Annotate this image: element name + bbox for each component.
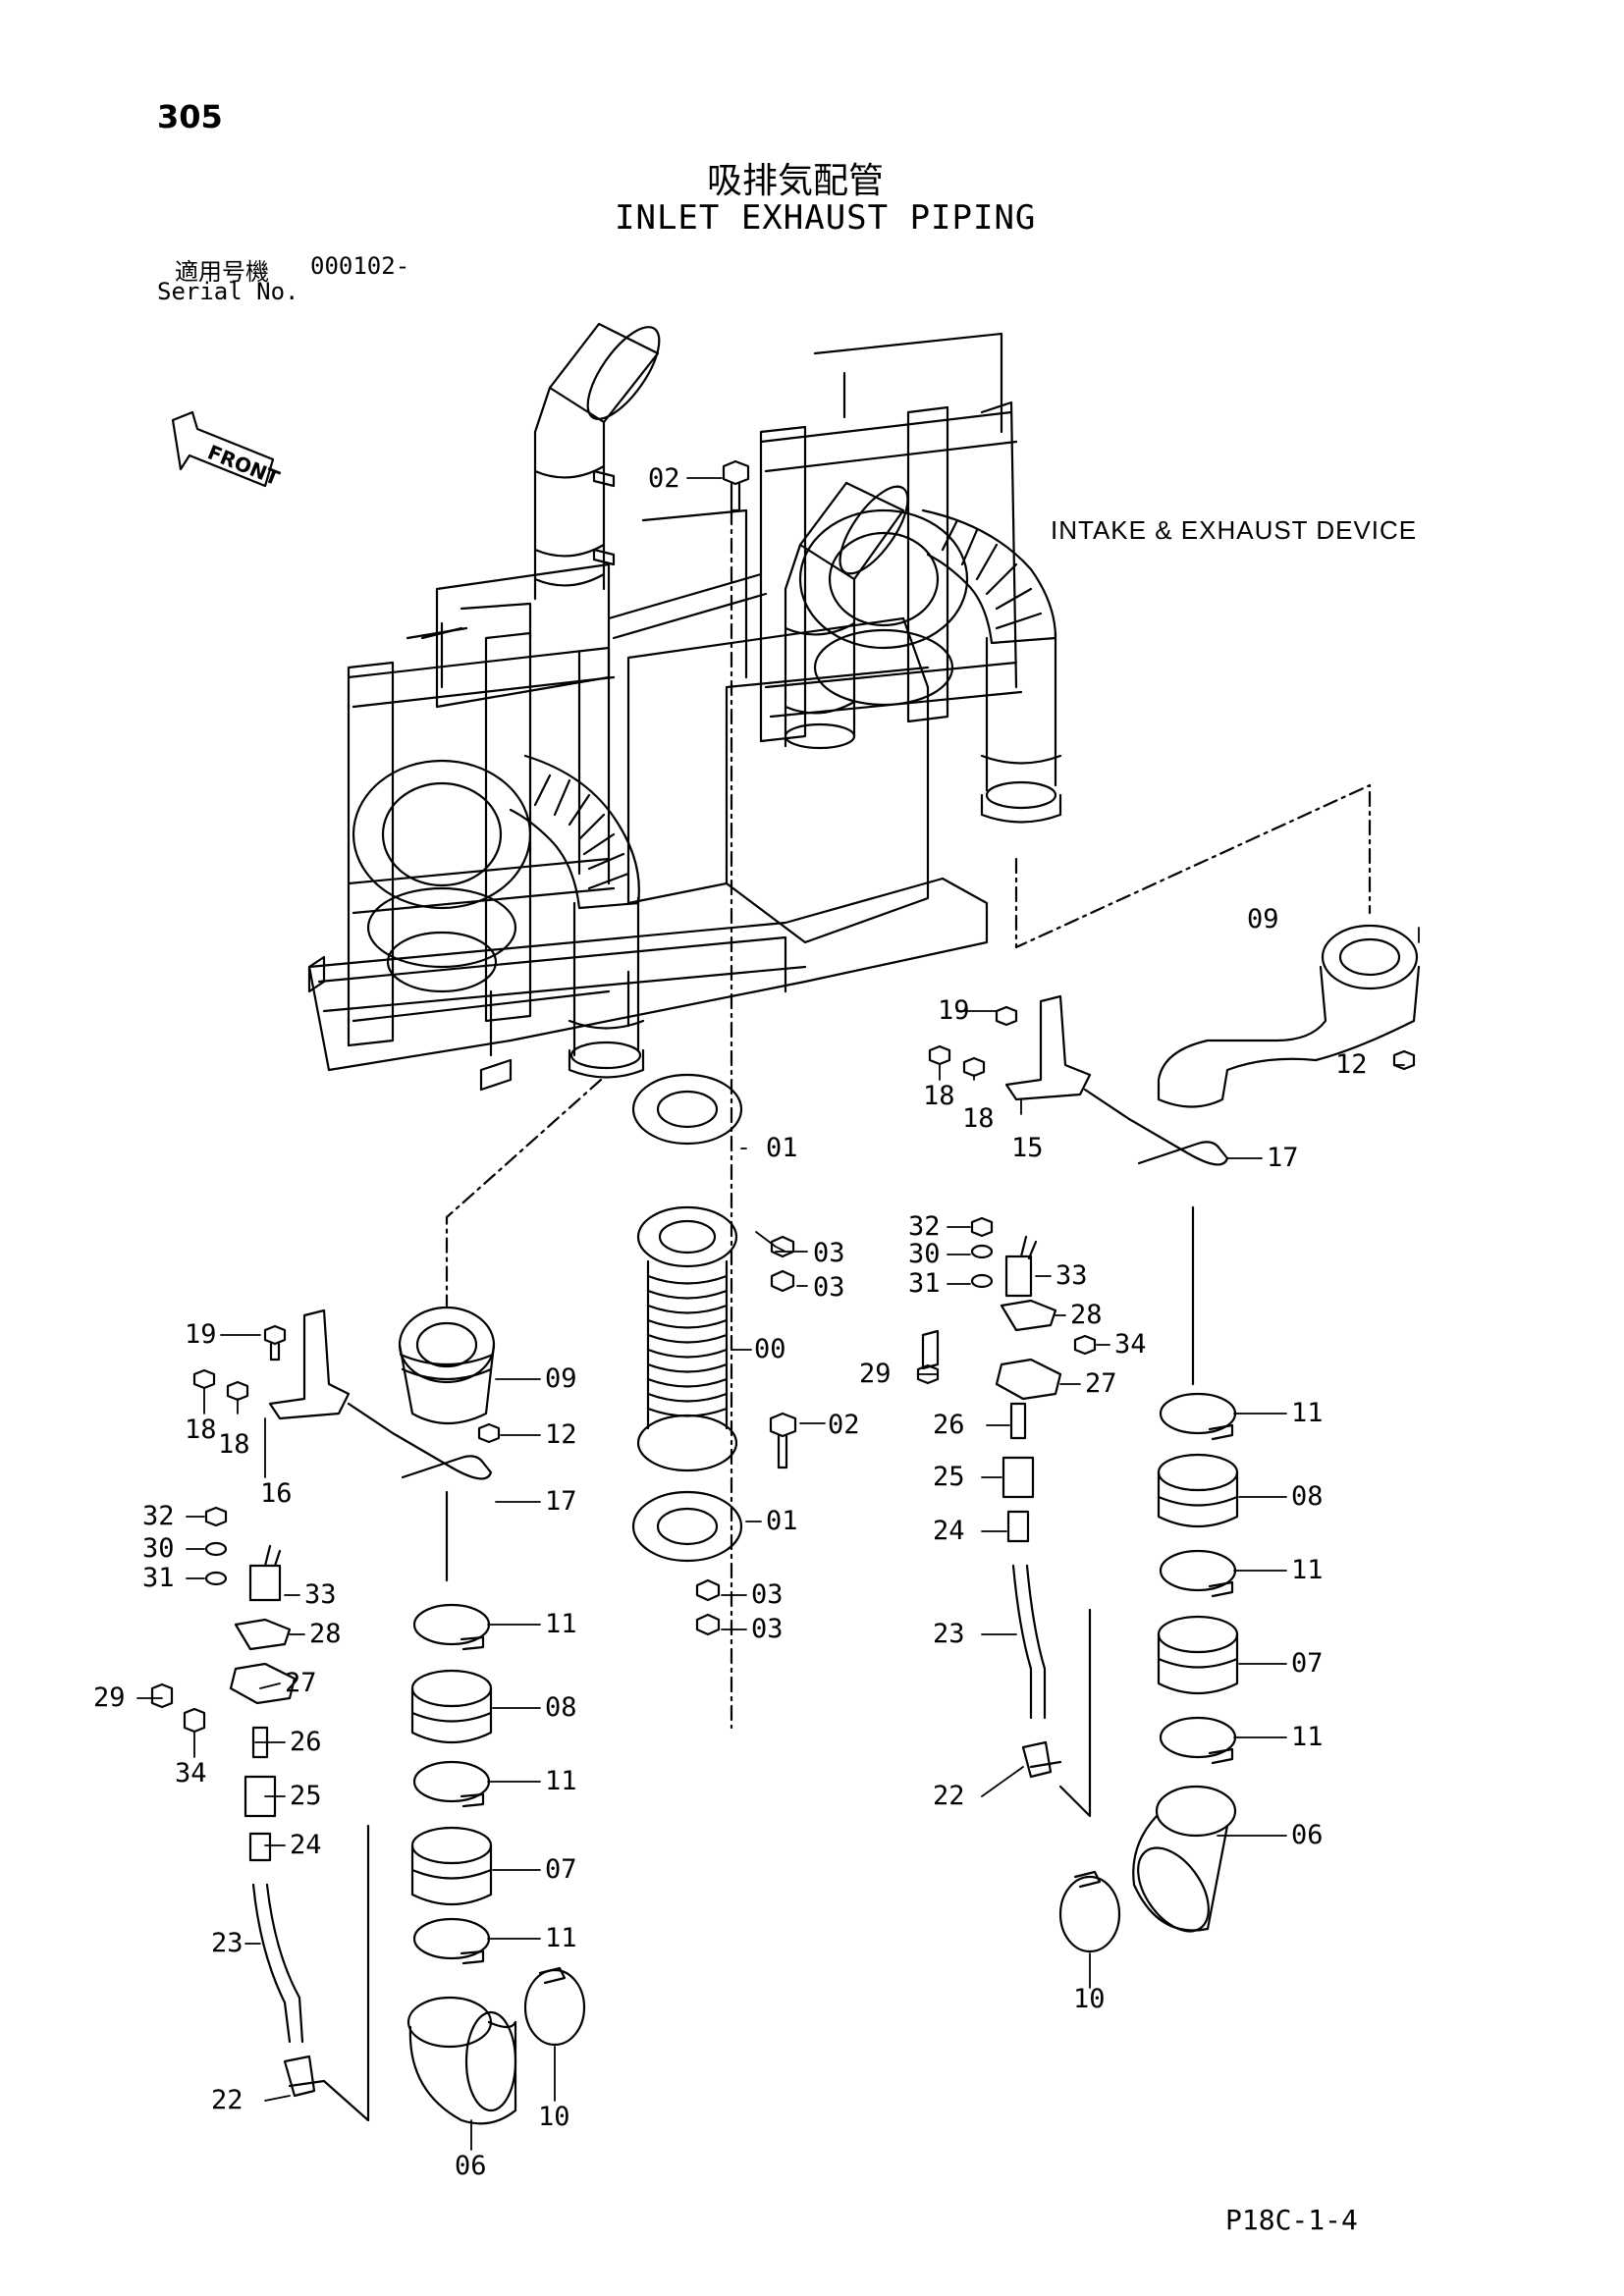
callout-11: 11 [1291, 1722, 1324, 1752]
callout-10: 10 [1073, 1984, 1106, 2014]
callout-12: 12 [545, 1419, 577, 1450]
callout-17: 17 [545, 1486, 577, 1517]
callout-29: 29 [859, 1359, 892, 1389]
callout-18: 18 [185, 1415, 217, 1445]
callout-30: 30 [908, 1239, 941, 1269]
sheet-code: P18C-1-4 [1225, 2204, 1358, 2236]
callout-16: 16 [260, 1478, 293, 1509]
callout-25: 25 [290, 1781, 322, 1811]
page-number: 305 [157, 98, 223, 135]
callout-29: 29 [93, 1682, 126, 1713]
callout-11: 11 [1291, 1398, 1324, 1428]
callout-17: 17 [1267, 1143, 1299, 1173]
callout-03: 03 [813, 1238, 845, 1268]
callout-00: 00 [754, 1334, 786, 1364]
callout-10: 10 [538, 2102, 570, 2132]
page-title-japanese: 吸排気配管 [707, 161, 885, 201]
callout-26: 26 [290, 1727, 322, 1757]
callout-22: 22 [211, 2085, 244, 2115]
callout-28: 28 [1070, 1300, 1103, 1330]
callout-numbers: 02 01 03 03 00 02 01 03 03 09 12 17 11 0… [93, 463, 1368, 2181]
page-title-english: INLET EXHAUST PIPING [615, 198, 1037, 238]
bellows-assembly [631, 459, 797, 1730]
callout-18: 18 [218, 1429, 250, 1460]
serial-number-value: 000102- [310, 252, 410, 280]
callout-18: 18 [962, 1103, 995, 1134]
callout-27: 27 [1085, 1368, 1117, 1399]
callout-11: 11 [545, 1923, 577, 1953]
callout-24: 24 [933, 1516, 965, 1546]
callout-09: 09 [545, 1363, 577, 1394]
callout-15: 15 [1011, 1133, 1044, 1163]
callout-07: 07 [1291, 1648, 1324, 1679]
serial-label-english: Serial No. [157, 278, 299, 305]
callout-33: 33 [304, 1579, 337, 1610]
intake-exhaust-device-assembly [307, 322, 1062, 1092]
serial-label-japanese: 適用号機 [175, 258, 269, 286]
callout-34: 34 [175, 1758, 207, 1789]
left-pipe-column [150, 1078, 603, 2125]
callout-33: 33 [1056, 1260, 1088, 1291]
callout-leaders [136, 477, 1420, 2151]
callout-02: 02 [828, 1410, 860, 1440]
callout-30: 30 [142, 1533, 175, 1564]
callout-31: 31 [908, 1268, 941, 1299]
callout-11: 11 [545, 1609, 577, 1639]
callout-02: 02 [648, 463, 680, 494]
front-direction-arrow: FRONT [171, 410, 283, 490]
callout-23: 23 [211, 1928, 244, 1958]
callout-23: 23 [933, 1619, 965, 1649]
callout-27: 27 [285, 1668, 317, 1698]
callout-08: 08 [1291, 1481, 1324, 1512]
callout-06: 06 [455, 2151, 487, 2181]
callout-12: 12 [1335, 1049, 1368, 1080]
callout-18: 18 [923, 1081, 955, 1111]
callout-11: 11 [545, 1766, 577, 1796]
callout-34: 34 [1114, 1329, 1147, 1360]
callout-32: 32 [908, 1211, 941, 1242]
right-pipe-column [916, 783, 1421, 1953]
callout-22: 22 [933, 1781, 965, 1811]
callout-28: 28 [309, 1619, 342, 1649]
callout-08: 08 [545, 1692, 577, 1723]
callout-11: 11 [1291, 1555, 1324, 1585]
callout-06: 06 [1291, 1820, 1324, 1850]
intake-exhaust-device-label: INTAKE & EXHAUST DEVICE [1051, 515, 1418, 545]
callout-31: 31 [142, 1563, 175, 1593]
callout-01: 01 [766, 1133, 798, 1163]
callout-19: 19 [938, 995, 970, 1026]
callout-32: 32 [142, 1501, 175, 1531]
callout-24: 24 [290, 1830, 322, 1860]
callout-25: 25 [933, 1462, 965, 1492]
callout-03: 03 [813, 1272, 845, 1303]
callout-07: 07 [545, 1854, 577, 1885]
callout-19: 19 [185, 1319, 217, 1350]
callout-03: 03 [751, 1614, 784, 1644]
callout-26: 26 [933, 1410, 965, 1440]
callout-09: 09 [1247, 904, 1279, 934]
callout-01: 01 [766, 1506, 798, 1536]
callout-03: 03 [751, 1579, 784, 1610]
